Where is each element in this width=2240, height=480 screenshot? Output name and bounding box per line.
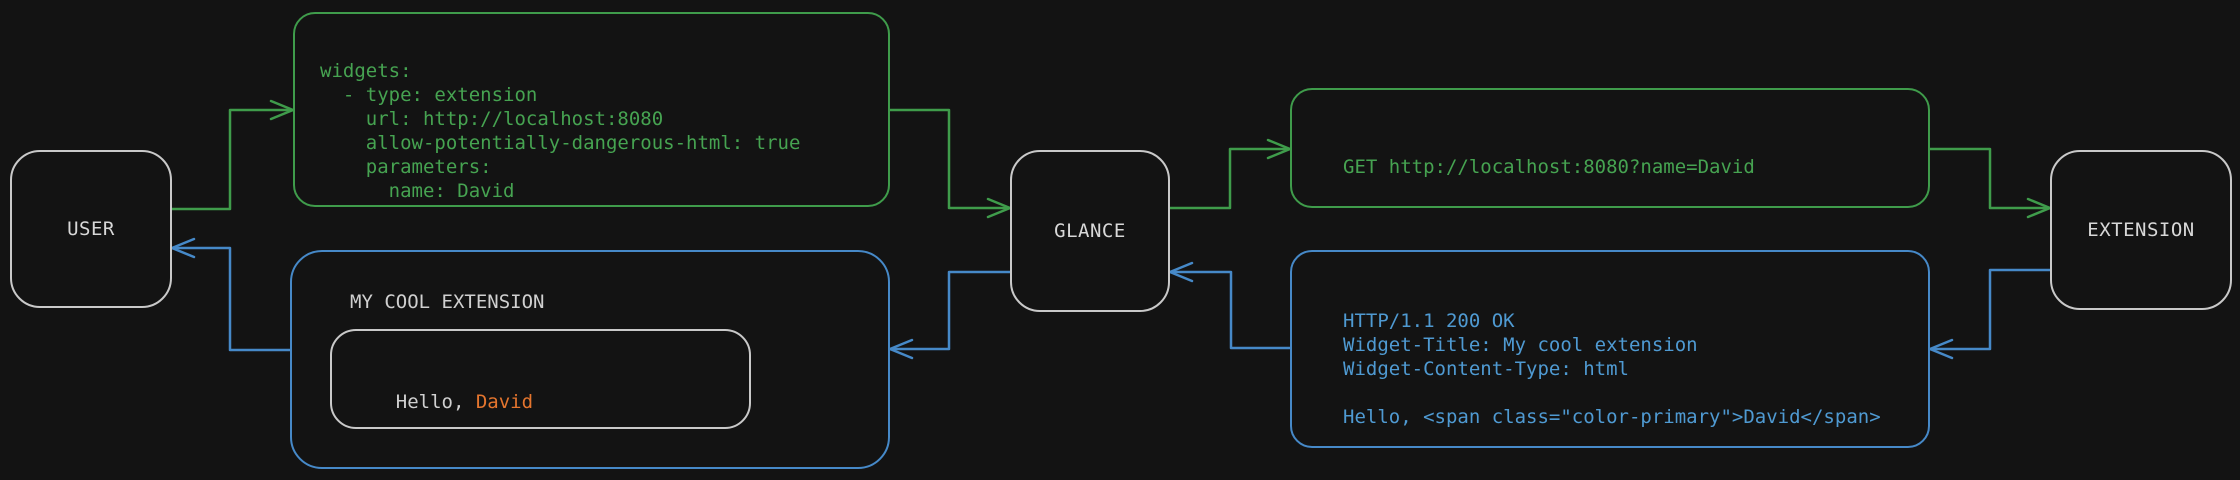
http-request-code: GET http://localhost:8080?name=David: [1343, 156, 1755, 178]
node-glance-label: GLANCE: [1054, 220, 1126, 242]
arrow-request-to-extension: [1928, 147, 2052, 210]
config-yaml-code: widgets: - type: extension url: http://l…: [320, 60, 801, 202]
arrow-extension-to-response-head: [1928, 338, 1954, 360]
arrow-response-to-glance: [1168, 270, 1292, 350]
arrow-extension-to-response: [1928, 268, 2052, 351]
arrow-preview-to-user-head: [170, 237, 196, 259]
node-user-label: USER: [67, 218, 115, 240]
widget-content-box: [330, 329, 751, 429]
arrow-response-to-glance-head: [1168, 261, 1194, 283]
greeting-name: David: [475, 391, 534, 413]
widget-greeting: Hello, David: [350, 369, 533, 435]
config-yaml-box: [293, 12, 890, 207]
node-extension-label: EXTENSION: [2087, 219, 2195, 241]
node-glance: GLANCE: [1010, 150, 1170, 312]
arrow-user-to-config: [170, 108, 295, 211]
node-extension: EXTENSION: [2050, 150, 2232, 310]
arrow-glance-to-preview-head: [888, 338, 914, 360]
http-response-box: [1290, 250, 1930, 448]
http-response-code: HTTP/1.1 200 OK Widget-Title: My cool ex…: [1343, 310, 1881, 428]
http-request-box: [1290, 88, 1930, 208]
arrow-glance-to-request: [1168, 147, 1292, 210]
arrow-config-to-glance: [888, 108, 1012, 210]
widget-preview-title: MY COOL EXTENSION: [350, 291, 545, 313]
arrow-glance-to-preview: [888, 270, 1012, 351]
greeting-prefix: Hello,: [395, 391, 476, 413]
node-user: USER: [10, 150, 172, 308]
arrow-preview-to-user: [170, 246, 292, 352]
